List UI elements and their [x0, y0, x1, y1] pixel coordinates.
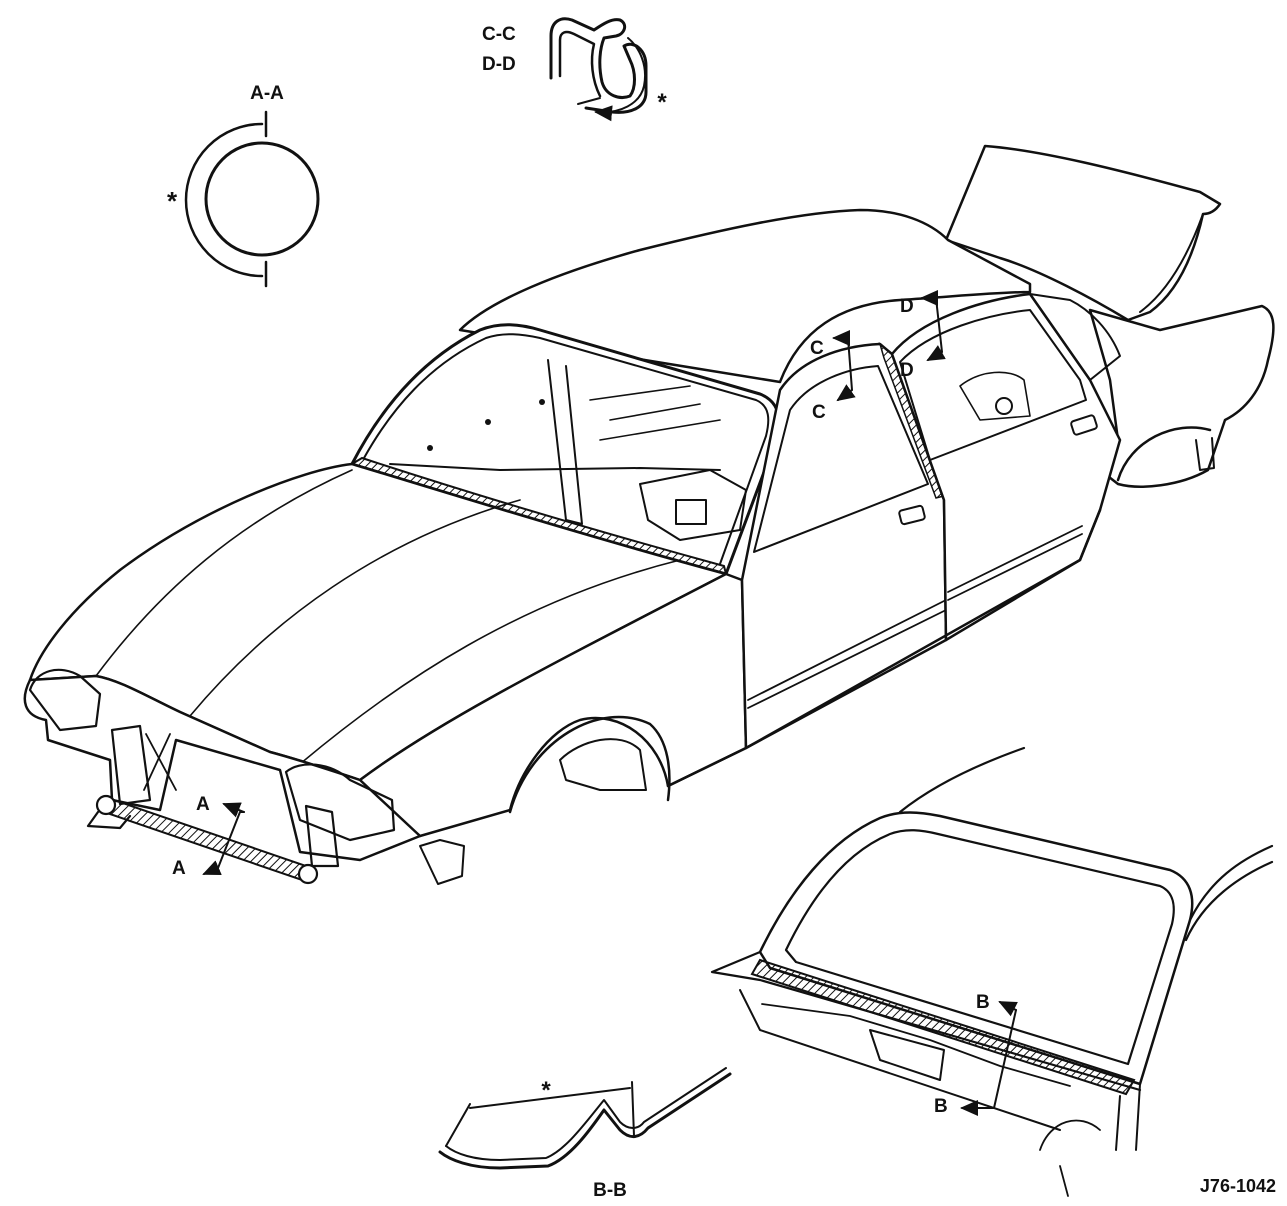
- rear-interior-fixing: [995, 397, 1013, 415]
- cut-cc-line: [847, 337, 853, 391]
- right-chassis-leg: [304, 804, 340, 868]
- cut-aa-arrow-bottom: [202, 860, 222, 876]
- cut-aa-label-bottom: A: [172, 858, 186, 879]
- rear-arch-detail: [1039, 1119, 1101, 1197]
- section-aa-label: A-A: [250, 83, 284, 104]
- rear-interior-seat: [959, 371, 1031, 421]
- section-bb-profile: [438, 1072, 732, 1170]
- cut-dd-arrow-bottom: [926, 345, 946, 361]
- section-cc-label: C-C: [482, 24, 516, 45]
- rear-door-swage: [947, 525, 1083, 601]
- section-bb-label: B-B: [593, 1180, 627, 1201]
- cut-marker-dd: D D: [900, 290, 946, 381]
- cut-bb-label-bottom: B: [934, 1096, 948, 1117]
- cut-dd-label-top: D: [900, 296, 914, 317]
- interior-fixing-2: [485, 419, 491, 425]
- rear-deck-panel: [739, 989, 1061, 1131]
- car-body-shell: [23, 144, 1275, 885]
- crossmember-end-left: [95, 794, 117, 816]
- section-dd-label: D-D: [482, 54, 516, 75]
- interior-fixing-1: [427, 445, 433, 451]
- rear-parcel-shelf: [761, 1003, 1071, 1087]
- cut-marker-bb: B B: [934, 992, 1018, 1117]
- rear-deck-edge: [710, 950, 1142, 1092]
- front-door-seal-hatched: [878, 341, 945, 499]
- bonnet-crease-3: [299, 559, 681, 765]
- cut-aa-arrow-top: [222, 802, 245, 818]
- cut-marker-aa: A A: [172, 794, 245, 879]
- rear-door: [890, 292, 1122, 642]
- left-chassis-leg: [110, 724, 152, 806]
- boot-lid-edge: [1139, 213, 1204, 313]
- cut-cc-label-top: C: [810, 338, 824, 359]
- door-seal-flange: [577, 97, 601, 105]
- section-cc-asterisk: *: [657, 89, 667, 116]
- cut-marker-cc: C C: [810, 330, 856, 423]
- rear-door-window: [899, 309, 1087, 461]
- rear-suspension-mount: [1195, 437, 1215, 471]
- cut-cc-label-bottom: C: [812, 402, 826, 423]
- crossmember-end-right: [297, 863, 319, 885]
- door-seal-profile: [549, 17, 648, 114]
- section-aa-asterisk: *: [167, 186, 178, 216]
- left-headlamp-bowl: [28, 668, 102, 732]
- cut-bb-line: [993, 1009, 1017, 1109]
- right-headlamp-bowl: [284, 763, 396, 842]
- cut-bb-arrow-top: [998, 1001, 1018, 1017]
- front-wheel-arch: [508, 715, 671, 814]
- cut-bb-label-top: B: [976, 992, 990, 1013]
- figure-reference: J76-1042: [1200, 1176, 1276, 1196]
- body-sill: [666, 508, 1102, 788]
- section-aa-sealant-arc: [184, 122, 264, 278]
- rear-screen-detail: [710, 746, 1274, 1197]
- front-door-swage: [747, 599, 947, 709]
- crossmember-bracket: [86, 810, 132, 830]
- front-inner-wheelhouse: [559, 738, 647, 791]
- left-cross-brace: [143, 733, 177, 791]
- rear-quarter-panel: [1088, 304, 1275, 488]
- section-bb-dim-line: [469, 1087, 631, 1109]
- front-door-window: [753, 365, 929, 553]
- rear-pillar-lower: [1115, 1083, 1141, 1151]
- cut-dd-line: [935, 297, 943, 353]
- section-bb-dim-right: [631, 1081, 635, 1137]
- rear-screen-frame: [758, 811, 1194, 1086]
- door-seal-inner: [558, 30, 602, 98]
- rear-c-pillar-right: [1184, 844, 1274, 942]
- section-cc-dd-detail: C-C D-D *: [482, 17, 667, 122]
- rear-screen-glass: [784, 829, 1175, 1066]
- front-door-handle: [898, 504, 926, 526]
- bonnet-crease-2: [189, 499, 521, 717]
- interior-fixing-3: [539, 399, 545, 405]
- interior-console-vent: [675, 499, 707, 525]
- section-bb-profile-inner: [445, 1067, 727, 1161]
- rear-door-handle: [1070, 414, 1098, 436]
- section-bb-asterisk: *: [541, 1077, 551, 1104]
- interior-console: [639, 469, 747, 541]
- section-aa-tube: [204, 141, 320, 257]
- roof-panel: [458, 208, 1032, 384]
- section-bb-detail: * B-B: [438, 1067, 732, 1201]
- door-seal-sealant: [594, 37, 646, 122]
- section-aa-detail: A-A *: [167, 83, 320, 288]
- rear-wheel-arch: [1116, 426, 1212, 482]
- cut-aa-label-top: A: [196, 794, 210, 815]
- front-subframe-mount: [419, 839, 465, 885]
- interior-a-pillar: [547, 359, 583, 525]
- cut-dd-label-bottom: D: [900, 360, 914, 381]
- windscreen-inner: [363, 333, 770, 565]
- interior-dash: [389, 463, 721, 471]
- rear-quarter-window: [1029, 293, 1121, 381]
- section-bb-dim-left: [445, 1103, 471, 1147]
- interior-floor: [589, 385, 721, 441]
- cut-cc-arrow-bottom: [836, 384, 856, 402]
- bonnet-crease-1: [95, 469, 353, 677]
- rear-roof-line: [898, 746, 1026, 814]
